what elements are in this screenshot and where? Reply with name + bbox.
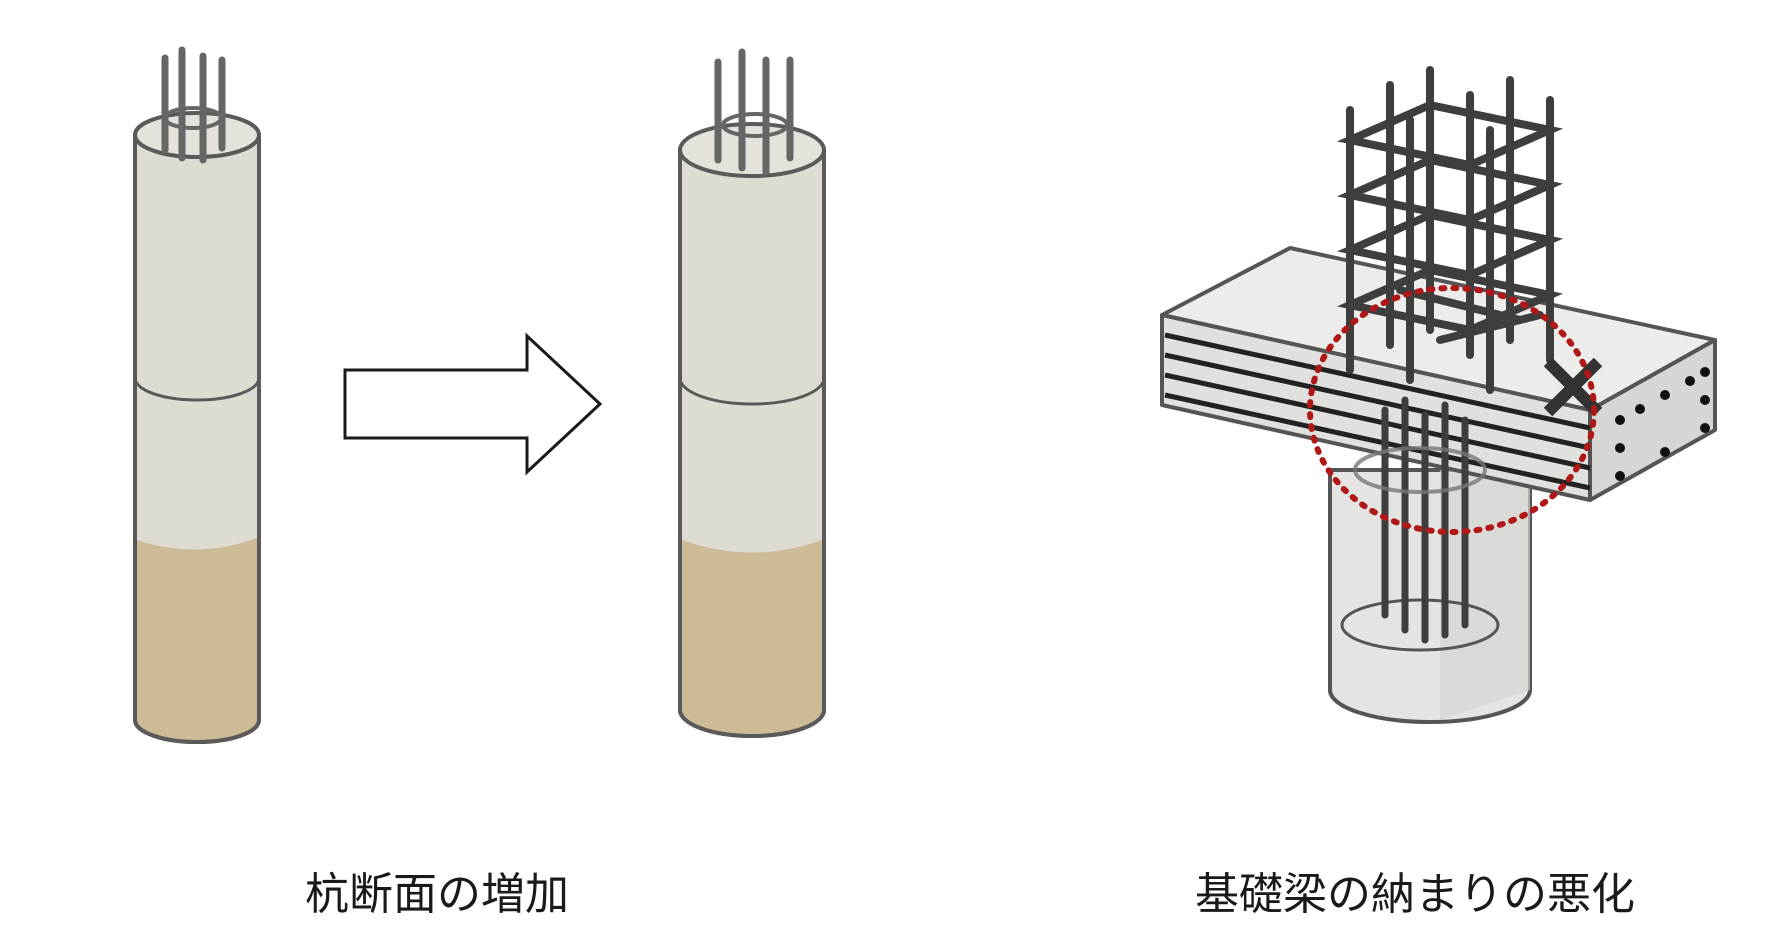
problem-area-highlight (1307, 285, 1597, 535)
beam-end-bar-dots (1615, 367, 1710, 481)
x-mark-icon (1543, 357, 1603, 417)
small-pile (133, 46, 261, 744)
pile-rebars (1381, 396, 1469, 644)
caption-beam-fit-deterioration: 基礎梁の納まりの悪化 (1195, 869, 1635, 920)
right-arrow-icon (343, 332, 603, 476)
caption-pile-section-increase: 杭断面の増加 (305, 869, 569, 920)
column-rebar-cage (1336, 66, 1564, 394)
large-pile (678, 48, 826, 738)
foundation-beam-detail (1160, 66, 1717, 724)
